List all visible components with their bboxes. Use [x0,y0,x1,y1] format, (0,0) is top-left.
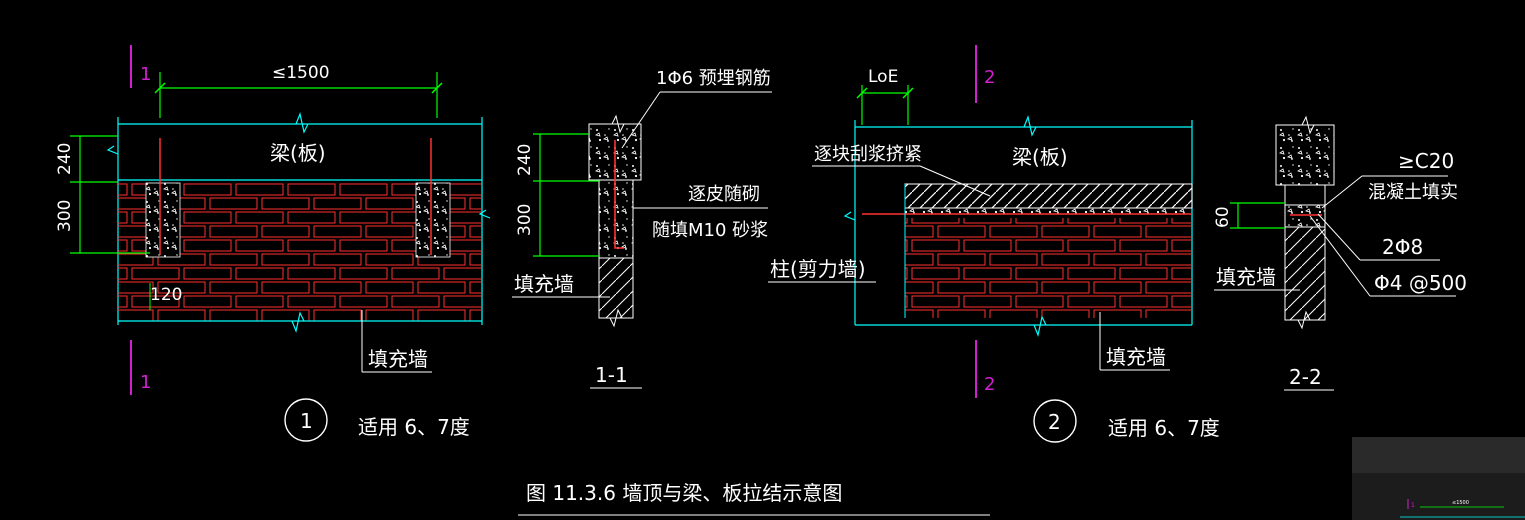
navigator-thumbnail[interactable]: 1 ≤1500 [1352,437,1525,520]
thumb-mark-label: 1 [1411,502,1415,509]
figure-title: 图 11.3.6 墙顶与梁、板拉结示意图 [526,481,842,505]
leader-line [621,91,661,149]
section-mark-label: 2 [984,67,995,88]
section-mark-label: 1 [140,372,151,393]
leader-line [919,165,991,197]
break-symbol [1297,310,1311,330]
rebar-main: 2Φ8 [1382,235,1423,259]
thumb-dim-label: ≤1500 [1452,500,1469,506]
mortar-label: 逐块刮浆挤紧 [814,144,922,165]
rebar-label: 1Φ6 预埋钢筋 [656,68,771,89]
section-mark-label: 2 [984,374,995,395]
break-symbol [291,311,305,334]
wall-label: 填充墙 [514,272,574,296]
detail-1: 1 1 ≤1500 梁(板) 240 300 [55,45,491,442]
wall-section-top [1284,184,1326,206]
thumbnail-drawing: 1 ≤1500 [1400,499,1525,518]
detail-bubble [284,398,328,442]
column-label: 柱(剪力墙) [770,257,866,281]
dim-label-240: 240 [515,144,535,176]
detail-bubble [1033,399,1077,443]
break-symbol [611,114,625,134]
break-symbol [843,211,856,221]
rebar-tie: Φ4 @500 [1374,271,1467,295]
rebar-pocket-grout [146,183,180,257]
concrete-grade: ≥C20 [1398,149,1454,173]
leader-line [1309,215,1371,297]
detail-number: 1 [300,409,313,433]
leader-line [1321,175,1363,209]
leader-line [1317,213,1361,261]
detail-number: 2 [1048,410,1061,434]
concrete-strip [905,208,1192,216]
dim-label-loe: LoE [868,67,898,87]
dim-label-240: 240 [55,143,75,175]
masonry-label: 逐皮随砌 [688,184,760,205]
dimension-tick [154,82,443,94]
dim-label-300: 300 [515,204,535,236]
wall-section [1284,226,1326,321]
section-2-2: 60 ≥C20 混凝土填实 2Φ8 Φ4 @500 填充墙 2-2 [1213,115,1467,391]
break-symbol [1301,115,1315,135]
navigator-header [1352,437,1525,473]
detail-note: 适用 6、7度 [1108,416,1220,440]
wall-label: 填充墙 [1106,345,1166,369]
grouted-pocket [598,179,634,259]
section-title: 2-2 [1289,365,1322,389]
brick-wall [905,218,1192,318]
dim-label-60: 60 [1213,206,1233,228]
wall-label: 填充墙 [368,347,428,371]
wall-label: 填充墙 [1216,265,1276,289]
beam-label: 梁(板) [1012,145,1068,169]
embedded-rebar [614,140,624,249]
dim-label-300: 300 [55,200,75,232]
concrete-cap [1284,204,1326,228]
dimension-tick [856,87,914,99]
beam-section [1275,124,1335,186]
mortar-label: 随填M10 砂浆 [652,220,768,241]
section-mark-label: 1 [140,64,151,85]
detail-2: 2 2 LoE 梁(板) 逐块刮浆挤紧 柱(剪力墙) 填充墙 [768,45,1220,443]
break-symbol [1033,315,1047,338]
beam-label: 梁(板) [270,141,326,165]
mortar-band [904,183,1193,209]
section-1-1: 240 300 1Φ6 预埋钢筋 逐皮随砌 随填M10 砂浆 填充墙 1-1 [512,68,772,389]
wall-section [598,257,634,319]
concrete-label: 混凝土填实 [1368,182,1458,203]
section-title: 1-1 [595,363,628,387]
rebar-pocket-grout [416,183,450,257]
dim-label-1500: ≤1500 [272,63,330,83]
detail-note: 适用 6、7度 [358,415,470,439]
break-symbol [1023,114,1037,137]
break-symbol [609,308,623,328]
dim-label-120: 120 [150,285,182,305]
break-symbol [295,111,309,134]
